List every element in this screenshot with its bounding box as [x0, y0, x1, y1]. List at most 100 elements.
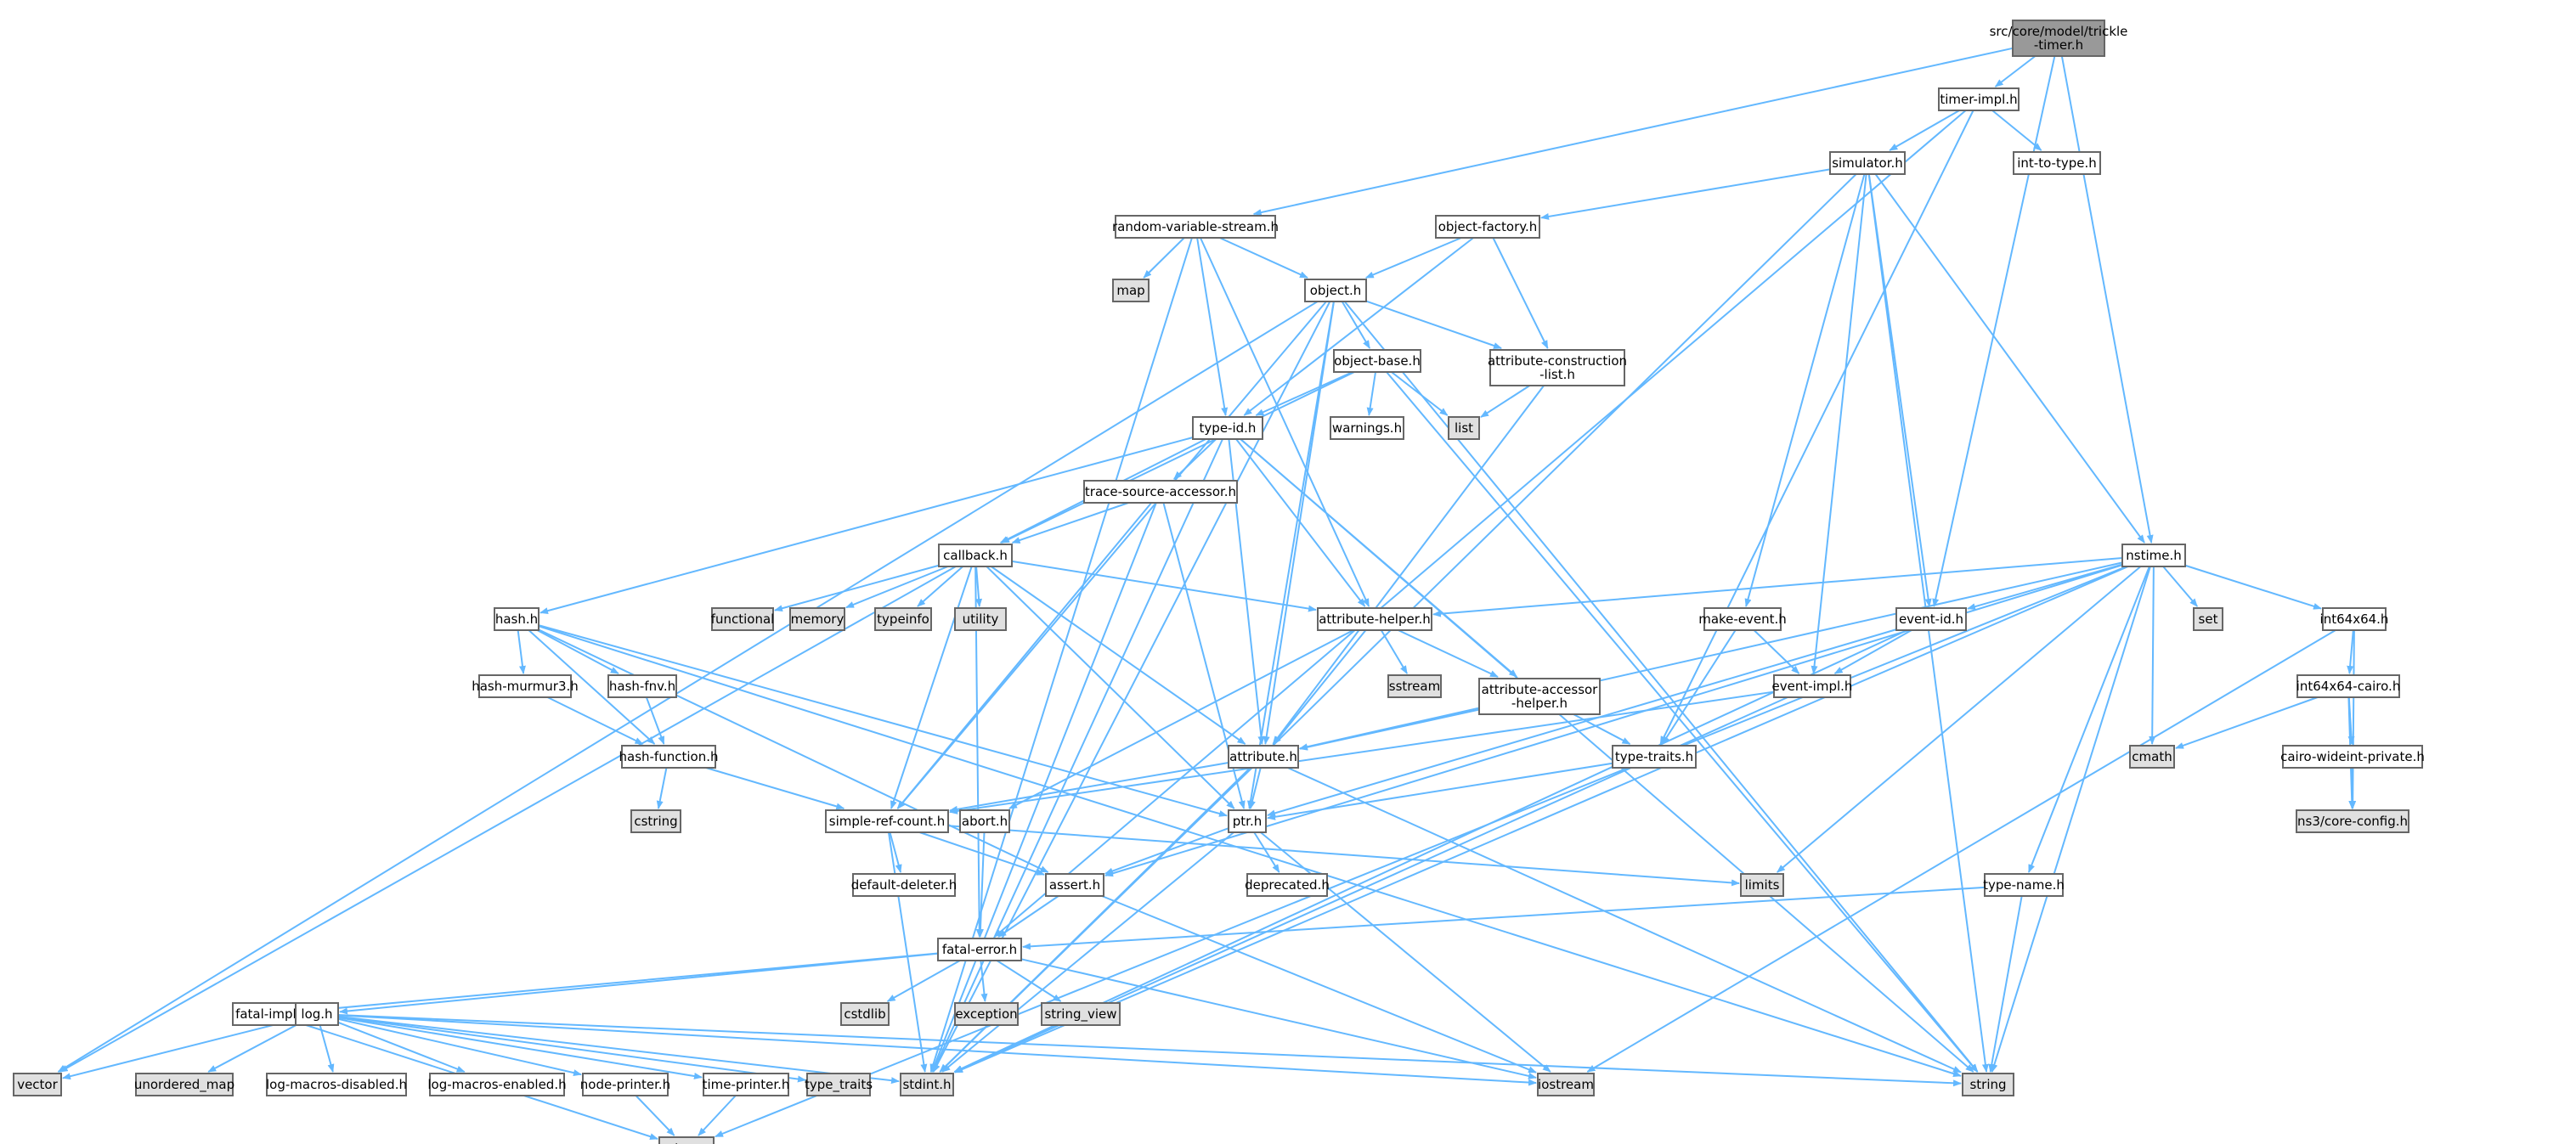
node-object[interactable]: object.h	[1304, 279, 1367, 302]
node-sstream[interactable]: sstream	[1387, 674, 1442, 698]
node-label: memory	[791, 611, 845, 627]
edge-type_id-to-attr_helper	[1235, 438, 1366, 607]
node-box	[1115, 215, 1276, 239]
edge-object-to-object_base	[1341, 301, 1371, 349]
node-src[interactable]: simple-ref-count.h	[825, 809, 949, 833]
node-rvs[interactable]: random-variable-stream.h	[1112, 215, 1279, 239]
edge-object-to-acl	[1365, 300, 1502, 349]
edge-log-to-time_printer	[337, 1017, 703, 1079]
node-hash[interactable]: hash.h	[494, 607, 539, 631]
node-label: int-to-type.h	[2017, 155, 2097, 171]
node-label: event-id.h	[1899, 611, 1963, 627]
node-utility[interactable]: utility	[954, 607, 1007, 631]
node-box	[852, 873, 956, 897]
node-string[interactable]: string	[1962, 1073, 2014, 1096]
node-cstdlib[interactable]: cstdlib	[840, 1002, 890, 1026]
node-label: vector	[17, 1077, 58, 1092]
node-node-printer[interactable]: node-printer.h	[580, 1073, 670, 1096]
node-cstring[interactable]: cstring	[630, 809, 681, 833]
node-make-event[interactable]: make-event.h	[1698, 607, 1787, 631]
node-warnings[interactable]: warnings.h	[1330, 416, 1404, 440]
node-acl[interactable]: attribute-construction-list.h	[1488, 349, 1627, 386]
node-fatal-error[interactable]: fatal-error.h	[937, 938, 1022, 961]
node-vector[interactable]: vector	[13, 1073, 62, 1096]
node-type-traits-h[interactable]: type-traits.h	[1612, 745, 1697, 769]
node-label: hash.h	[495, 611, 538, 627]
node-assert[interactable]: assert.h	[1045, 873, 1104, 897]
node-int64x64-cairo[interactable]: int64x64-cairo.h	[2296, 674, 2401, 698]
node-log[interactable]: log.h	[295, 1002, 339, 1026]
node-event-id[interactable]: event-id.h	[1895, 607, 1967, 631]
node-type-id[interactable]: type-id.h	[1192, 416, 1263, 440]
node-box	[658, 1136, 715, 1144]
node-attr-helper[interactable]: attribute-helper.h	[1317, 607, 1432, 631]
node-root[interactable]: src/core/model/trickle-timer.h	[1990, 20, 2128, 57]
node-map[interactable]: map	[1112, 279, 1150, 302]
node-list[interactable]: list	[1448, 416, 1480, 440]
node-unordered-map[interactable]: unordered_map	[134, 1073, 234, 1096]
node-box	[1333, 349, 1421, 373]
node-deprecated[interactable]: deprecated.h	[1245, 873, 1330, 897]
node-hash-murmur3[interactable]: hash-murmur3.h	[472, 674, 579, 698]
node-int-to-type[interactable]: int-to-type.h	[2013, 151, 2101, 175]
node-hash-function[interactable]: hash-function.h	[619, 745, 719, 769]
node-attribute[interactable]: attribute.h	[1228, 745, 1299, 769]
node-box	[874, 607, 932, 631]
node-set[interactable]: set	[2193, 607, 2223, 631]
node-label: string	[1969, 1077, 2006, 1092]
node-event-impl[interactable]: event-impl.h	[1772, 674, 1853, 698]
node-label: attribute.h	[1229, 749, 1297, 764]
node-functional[interactable]: functional	[711, 607, 775, 631]
edge-abort-to-fatal_error	[976, 831, 986, 938]
node-aah[interactable]: attribute-accessor-helper.h	[1478, 678, 1601, 715]
node-time-printer[interactable]: time-printer.h	[703, 1073, 790, 1096]
node-stdint[interactable]: stdint.h	[900, 1073, 954, 1096]
node-label: exception	[955, 1006, 1017, 1022]
node-box	[1228, 745, 1299, 769]
edge-src-to-assert	[918, 831, 1045, 876]
node-type-name[interactable]: type-name.h	[1983, 873, 2065, 897]
node-tsa[interactable]: trace-source-accessor.h	[1083, 480, 1238, 504]
edge-callback-to-ptr	[986, 566, 1235, 809]
edge-log-to-vector	[62, 1018, 297, 1080]
node-type-traits[interactable]: type_traits	[805, 1073, 873, 1096]
node-label: cairo-wideint-private.h	[2280, 749, 2425, 764]
node-default-deleter[interactable]: default-deleter.h	[851, 873, 958, 897]
node-box	[2282, 745, 2423, 769]
edge-rvs-to-stdint	[929, 237, 1193, 1073]
node-abort[interactable]: abort.h	[959, 809, 1010, 833]
node-callback[interactable]: callback.h	[938, 544, 1013, 567]
node-ostream[interactable]: ostream	[658, 1136, 715, 1144]
node-box	[806, 1073, 871, 1096]
edge-src-to-limits	[947, 825, 1740, 887]
node-typeinfo[interactable]: typeinfo	[874, 607, 932, 631]
node-string-view[interactable]: string_view	[1041, 1002, 1121, 1026]
node-box	[900, 1073, 954, 1096]
node-log-me[interactable]: log-macros-enabled.h	[427, 1073, 567, 1096]
edge-simulator-to-nstime	[1874, 173, 2145, 544]
node-cmath[interactable]: cmath	[2129, 745, 2175, 769]
edge-type_id-to-string	[1240, 438, 1974, 1073]
node-ns3-config[interactable]: ns3/core-config.h	[2296, 809, 2409, 833]
node-int64x64[interactable]: int64x64.h	[2320, 607, 2389, 631]
edge-int64x64_cairo-to-cmath	[2175, 696, 2319, 749]
node-exception[interactable]: exception	[954, 1002, 1019, 1026]
edge-nstime-to-string	[1991, 566, 2151, 1073]
node-memory[interactable]: memory	[789, 607, 845, 631]
node-limits[interactable]: limits	[1740, 873, 1784, 897]
node-hash-fnv[interactable]: hash-fnv.h	[607, 674, 677, 698]
node-iostream[interactable]: iostream	[1537, 1073, 1595, 1096]
node-log-md[interactable]: log-macros-disabled.h	[266, 1073, 407, 1096]
node-object-base[interactable]: object-base.h	[1333, 349, 1421, 373]
node-box	[429, 1073, 565, 1096]
edge-log-to-unordered_map	[207, 1024, 297, 1073]
node-label: log-macros-disabled.h	[266, 1077, 407, 1092]
edge-event_id-to-stdint	[953, 629, 1908, 1073]
node-box	[1448, 416, 1480, 440]
node-ptr[interactable]: ptr.h	[1228, 809, 1267, 833]
node-object-factory[interactable]: object-factory.h	[1435, 215, 1540, 239]
node-simulator[interactable]: simulator.h	[1829, 151, 1906, 175]
node-cairo-wpriv[interactable]: cairo-wideint-private.h	[2280, 745, 2425, 769]
node-nstime[interactable]: nstime.h	[2121, 544, 2186, 567]
node-timer-impl[interactable]: timer-impl.h	[1938, 87, 2020, 111]
